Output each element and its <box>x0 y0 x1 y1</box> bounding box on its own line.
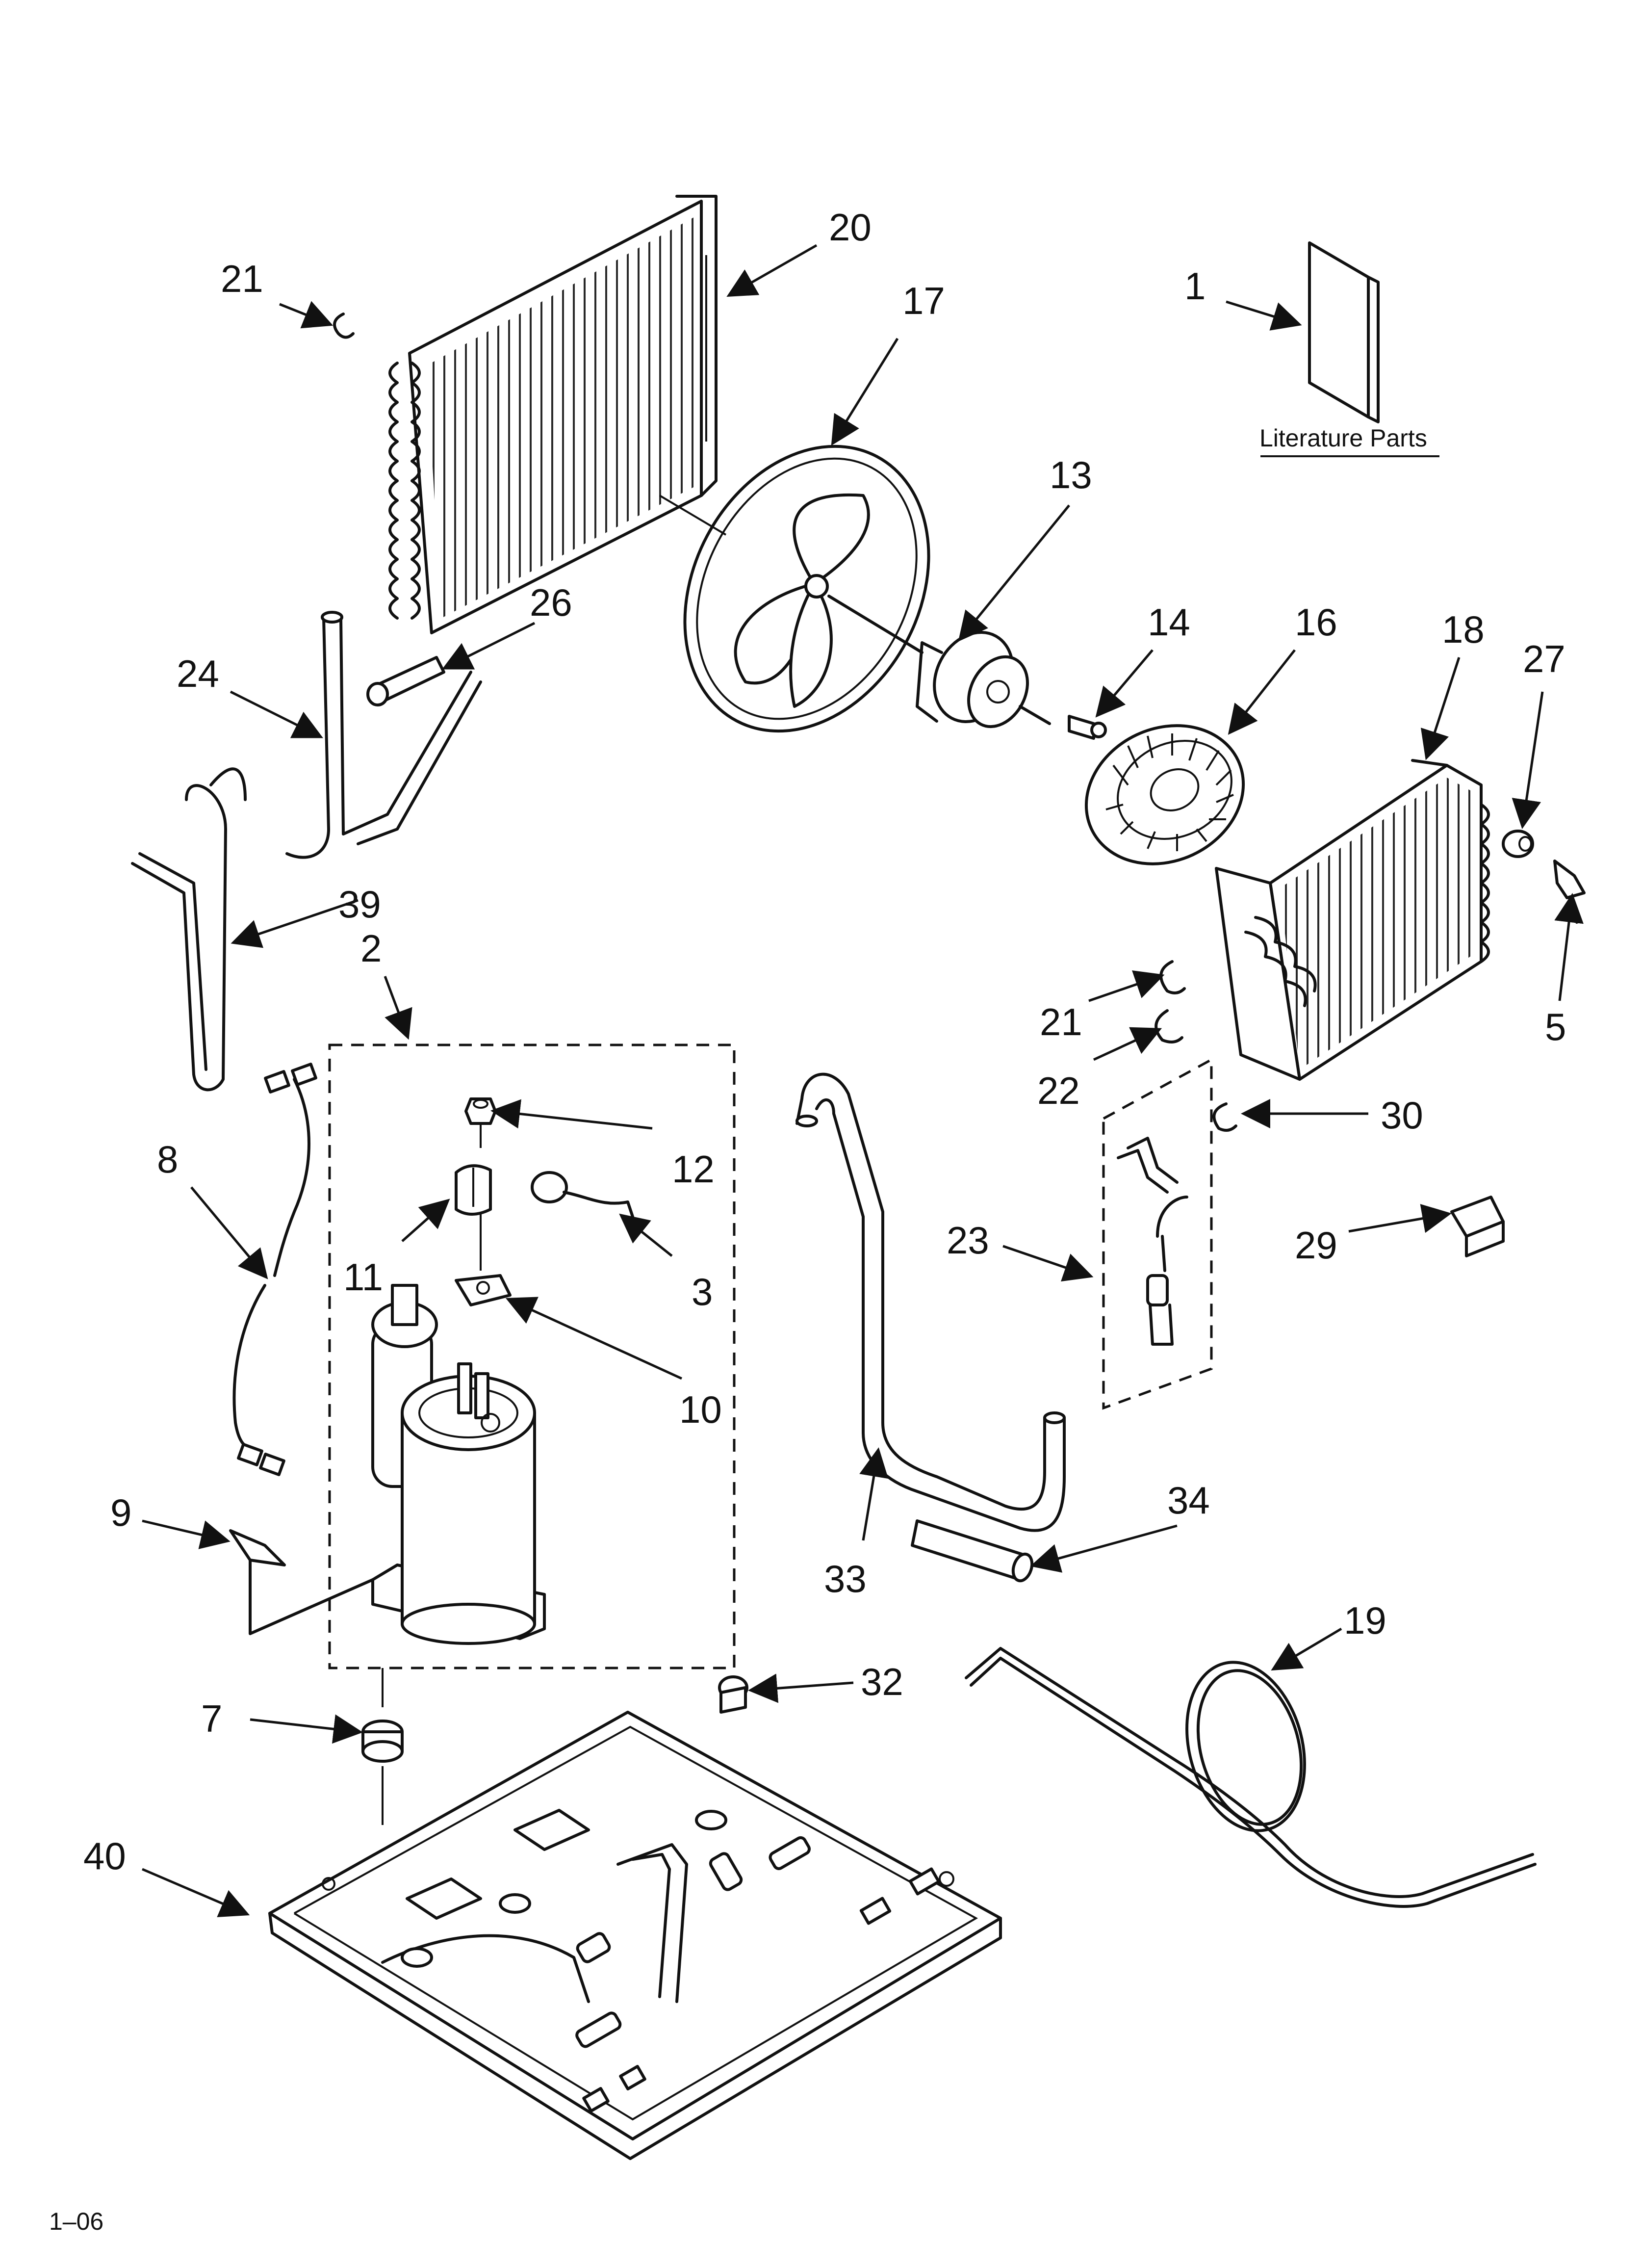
callout-7: 7 <box>201 1697 222 1740</box>
capillary-tube-bent <box>131 767 247 1092</box>
clip-21-lower <box>1159 960 1186 994</box>
callout-24: 24 <box>177 652 219 695</box>
leader-lines <box>142 244 1584 1917</box>
callout-34: 34 <box>1167 1479 1210 1522</box>
terminal-gasket <box>455 1274 512 1306</box>
compressor-assembly-box <box>328 1043 736 1669</box>
capillary-coil <box>965 1647 1537 1908</box>
evaporator-return-bends <box>1244 803 1490 1007</box>
callout-20: 20 <box>829 206 872 249</box>
callout-27: 27 <box>1523 637 1565 680</box>
callout-14: 14 <box>1148 600 1190 644</box>
callout-3: 3 <box>692 1270 713 1313</box>
drain-tube <box>285 611 482 859</box>
compressor <box>371 1284 546 1645</box>
callout-19: 19 <box>1344 1599 1386 1642</box>
callout-8: 8 <box>157 1138 178 1181</box>
tube-kit-box <box>1102 1057 1213 1410</box>
condenser-coil-return-bends <box>388 362 421 620</box>
condenser-fan <box>659 444 930 733</box>
terminal-cover <box>455 1164 492 1271</box>
clip-21-upper <box>333 313 355 339</box>
wire-clip <box>229 1529 374 1635</box>
callout-5: 5 <box>1545 1005 1566 1048</box>
callout-16: 16 <box>1295 600 1337 644</box>
callout-22: 22 <box>1037 1069 1080 1112</box>
callout-13: 13 <box>1050 453 1092 496</box>
callout-12: 12 <box>672 1147 715 1191</box>
condenser-coil <box>388 195 718 634</box>
base-pan <box>268 1711 1002 2160</box>
callout-10: 10 <box>679 1388 722 1431</box>
suction-tube <box>795 1072 1066 1532</box>
evaporator-coil <box>1215 759 1490 1081</box>
callout-9: 9 <box>110 1491 131 1534</box>
callout-29: 29 <box>1295 1224 1337 1267</box>
callout-18: 18 <box>1442 608 1485 651</box>
grommet <box>1502 830 1534 858</box>
callout-17: 17 <box>902 279 945 322</box>
fan-motor <box>827 595 1051 729</box>
callout-33: 33 <box>824 1557 867 1600</box>
callout-11: 11 <box>343 1255 383 1299</box>
callout-26: 26 <box>530 581 572 624</box>
blower-wheel <box>1084 724 1245 865</box>
base-screw <box>718 1675 748 1714</box>
tube-sleeve <box>911 1519 1034 1583</box>
wire-harness <box>232 1063 317 1476</box>
callout-2: 2 <box>360 927 382 970</box>
footer-code: 1–06 <box>49 2208 103 2235</box>
clip-30 <box>1212 1102 1237 1132</box>
bracket <box>1450 1196 1505 1257</box>
callout-21-lower: 21 <box>1040 1000 1082 1043</box>
callout-labels: 1 2 3 5 7 8 9 10 11 12 13 14 16 17 18 19… <box>49 206 1566 2235</box>
callout-23: 23 <box>947 1219 989 1262</box>
callout-21-upper: 21 <box>221 257 263 300</box>
compressor-nut <box>464 1097 497 1148</box>
overload-protector <box>531 1171 634 1218</box>
literature-parts-label: Literature Parts <box>1259 424 1427 452</box>
tube-kit <box>1117 1137 1188 1346</box>
callout-40: 40 <box>83 1834 126 1877</box>
callout-39: 39 <box>338 883 381 926</box>
callout-1: 1 <box>1184 264 1206 308</box>
callout-30: 30 <box>1381 1094 1423 1137</box>
callout-32: 32 <box>861 1660 903 1703</box>
sensor-probe <box>366 656 445 706</box>
compressor-grommet <box>361 1668 404 1825</box>
clip-22 <box>1155 1009 1183 1043</box>
set-screw <box>1068 715 1107 740</box>
literature-booklet <box>1260 241 1439 457</box>
